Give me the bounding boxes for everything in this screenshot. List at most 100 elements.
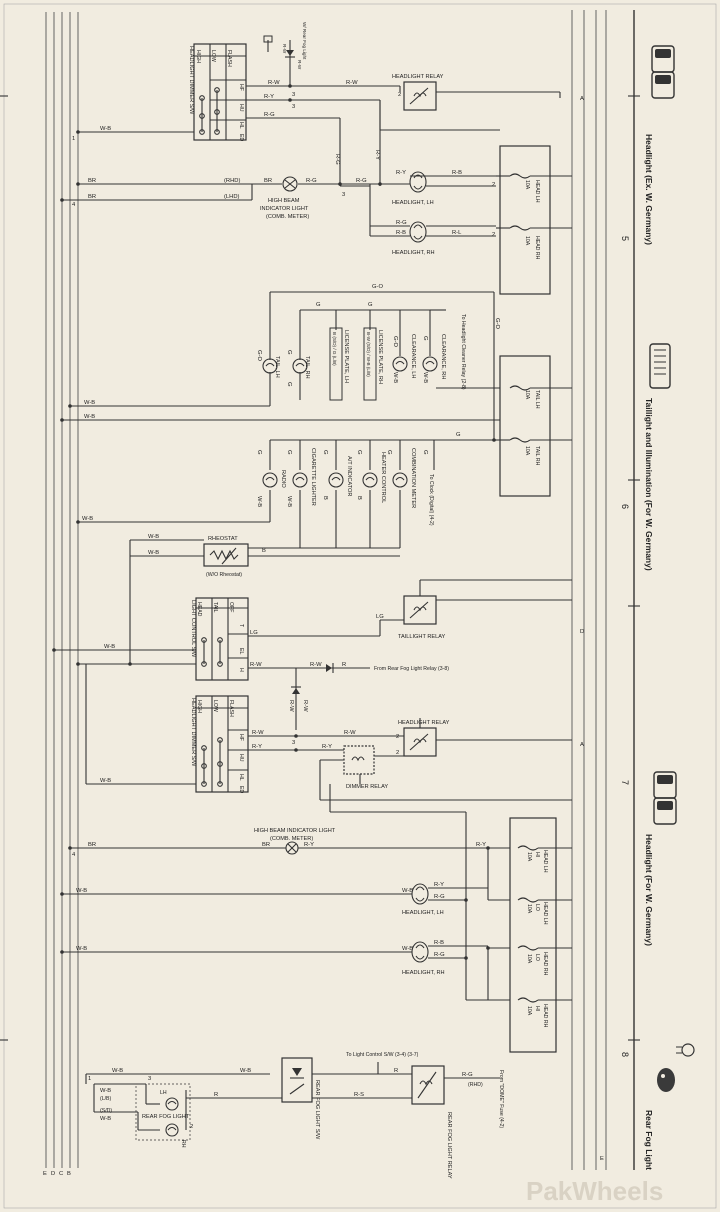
svg-text:4: 4 — [72, 202, 76, 208]
svg-text:LO: LO — [534, 904, 540, 911]
svg-text:HEADLIGHT, RH: HEADLIGHT, RH — [402, 970, 445, 976]
svg-text:CLEARANCE, LH: CLEARANCE, LH — [410, 334, 416, 378]
svg-text:R-Y: R-Y — [322, 744, 332, 750]
section-8: 8 — [620, 1052, 630, 1057]
dimmer-top-col-low: LOW — [210, 50, 216, 62]
svg-text:R-G: R-G — [462, 1072, 473, 1078]
svg-text:R-Y: R-Y — [264, 94, 274, 100]
dimmer-top-col-flash: FLASH — [226, 50, 232, 67]
svg-text:2: 2 — [398, 92, 401, 98]
rear-fog-light-relay[interactable]: REAR FOG LIGHT RELAY — [411, 1065, 452, 1179]
svg-text:W-B: W-B — [76, 946, 87, 952]
headlight-relay-bottom[interactable]: HEADLIGHT RELAY — [398, 720, 450, 757]
svg-text:R-G: R-G — [434, 952, 445, 958]
headlight-relay-top[interactable]: HEADLIGHT RELAY 2 — [392, 74, 444, 111]
svg-text:HIGH: HIGH — [196, 700, 202, 713]
svg-text:From Rear Fog Light Relay (3-8: From Rear Fog Light Relay (3-8) — [374, 666, 449, 672]
svg-text:HEAD RH: HEAD RH — [542, 952, 548, 976]
svg-text:R-W: R-W — [310, 662, 322, 668]
svg-text:TAIL LH: TAIL LH — [534, 390, 540, 409]
section5-wires — [60, 84, 561, 237]
svg-text:HI: HI — [534, 1006, 540, 1011]
svg-text:W-B: W-B — [148, 534, 159, 540]
svg-text:R-W: R-W — [344, 730, 356, 736]
svg-text:4: 4 — [72, 852, 76, 858]
svg-text:LICENSE PLATE, LH: LICENSE PLATE, LH — [343, 330, 349, 383]
svg-text:G-O: G-O — [392, 336, 398, 347]
rhd-label: (RHD) — [224, 178, 240, 184]
right-rails: A D A E — [571, 10, 635, 1170]
svg-text:1: 1 — [72, 136, 75, 142]
svg-text:R-L: R-L — [452, 230, 462, 236]
svg-text:2: 2 — [492, 232, 495, 238]
section7-wires — [60, 664, 572, 1001]
svg-text:B-W (S/D) / W-B (L/B): B-W (S/D) / W-B (L/B) — [366, 332, 371, 377]
high-beam-indicator-bottom: HIGH BEAM INDICATOR LIGHT (COMB. METER) — [254, 828, 336, 855]
dimmer-relay[interactable]: DIMMER RELAY — [343, 745, 388, 790]
to-cleaner-note: To Headlight Cleaner Relay (2-8) — [460, 314, 466, 390]
svg-text:10A: 10A — [524, 180, 530, 190]
svg-text:HL: HL — [238, 774, 244, 781]
svg-text:G: G — [368, 302, 373, 308]
svg-text:W-B: W-B — [256, 496, 262, 507]
svg-text:R-G: R-G — [264, 112, 275, 118]
svg-text:R-G: R-G — [434, 894, 445, 900]
section7-wire-labels: R-W R-W R-Y R-Y W-B BR BR R-Y R-Y W-B W-… — [72, 730, 486, 958]
svg-text:3: 3 — [342, 192, 345, 198]
watermark: PakWheels — [526, 1176, 663, 1206]
svg-text:ED: ED — [238, 786, 244, 793]
rail-label-e: E — [600, 1156, 604, 1162]
svg-text:10A: 10A — [526, 1006, 532, 1016]
to-clock-note: To Clock (Digital) (4-2) — [428, 474, 434, 526]
taillight-relay[interactable]: TAILLIGHT RELAY LG LG — [248, 579, 572, 640]
svg-text:G: G — [316, 302, 321, 308]
svg-text:B: B — [67, 1171, 71, 1177]
svg-text:HEATER CONTROL: HEATER CONTROL — [380, 452, 386, 503]
svg-text:10A: 10A — [524, 390, 530, 400]
rear-fog-light-switch[interactable]: REAR FOG LIGHT S/W — [281, 1057, 320, 1140]
taillight-icon — [649, 343, 671, 389]
svg-text:G: G — [322, 450, 328, 455]
svg-text:3: 3 — [148, 1076, 151, 1082]
svg-text:LOW: LOW — [212, 700, 218, 712]
bulb-at-indicator: A/T INDICATOR — [328, 456, 352, 496]
svg-text:G: G — [286, 350, 292, 355]
rheostat[interactable]: RHEOSTAT (W/O Rheostat) — [203, 536, 249, 578]
to-light-control-note: To Light Control S/W (3-4) (3-7) — [346, 1052, 419, 1058]
svg-text:R-Y: R-Y — [476, 842, 486, 848]
fuse-block-tail: TAIL LH 10A TAIL RH 10A — [494, 355, 572, 497]
section-5: 5 — [620, 236, 630, 241]
svg-text:HEAD RH: HEAD RH — [534, 236, 540, 260]
bulb-tail-lh: TAIL, LH — [262, 356, 280, 378]
svg-text:3: 3 — [292, 740, 295, 746]
rail-label-a2: A — [580, 742, 584, 748]
rear-fog-diode-mid: R-W R-W R From Rear Fog Light Relay (3-8… — [248, 662, 449, 730]
svg-text:TAIL, RH: TAIL, RH — [304, 356, 310, 379]
headlight-dimmer-switch-bottom[interactable]: HEADLIGHT DIMMER S/W FLASH LOW HIGH HF H… — [190, 695, 249, 793]
svg-text:R: R — [342, 662, 346, 668]
svg-text:G: G — [356, 450, 362, 455]
svg-text:R-W: R-W — [250, 662, 262, 668]
svg-text:W-B: W-B — [100, 778, 111, 784]
svg-text:R-Y: R-Y — [434, 882, 444, 888]
svg-text:LG: LG — [250, 630, 258, 636]
svg-text:COMBINATION METER: COMBINATION METER — [410, 448, 416, 508]
bulb-combination-meter: COMBINATION METER — [392, 448, 416, 508]
svg-text:BR: BR — [88, 178, 96, 184]
svg-text:HEADLIGHT, RH: HEADLIGHT, RH — [392, 250, 435, 256]
light-control-switch[interactable]: LIGHT CONTROL S/W OFF TAIL HEAD T EL H — [190, 597, 249, 681]
page-border — [3, 3, 717, 1209]
svg-text:2: 2 — [492, 182, 495, 188]
svg-text:H: H — [238, 668, 244, 672]
svg-text:R-W: R-W — [288, 700, 294, 712]
svg-text:DIMMER RELAY: DIMMER RELAY — [346, 784, 388, 790]
svg-text:R-S: R-S — [354, 1092, 364, 1098]
svg-text:3: 3 — [292, 104, 295, 110]
svg-text:1: 1 — [88, 1076, 91, 1082]
section-titles: Headlight (Ex. W. Germany) Taillight and… — [644, 134, 654, 1170]
svg-text:2: 2 — [190, 1124, 193, 1130]
svg-text:TAIL: TAIL — [212, 602, 218, 613]
svg-text:TAIL, LH: TAIL, LH — [274, 356, 280, 378]
svg-text:(W/O Rheostat): (W/O Rheostat) — [206, 572, 242, 578]
svg-text:R-W: R-W — [282, 44, 287, 54]
